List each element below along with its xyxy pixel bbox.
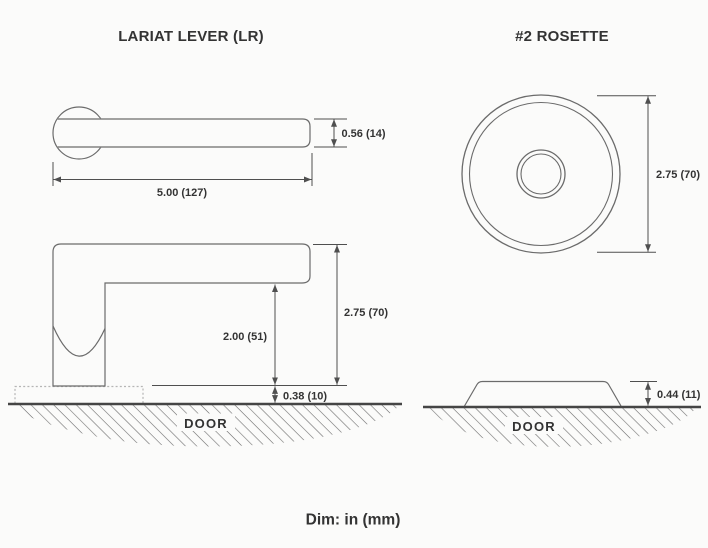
rosette-outer-circle [461,94,621,254]
door-label-backing-right [505,417,563,434]
door-surface-lines [8,402,701,409]
rose-base-hidden-outline [14,385,144,404]
dimension-lines [52,95,657,406]
dim-label-base-height: 0.38 (10) [283,391,327,403]
dim-label-profile-height: 0.44 (11) [657,389,701,401]
part-outlines [52,94,622,407]
rosette-hub-inner-circle [520,153,562,195]
rosette-title: #2 ROSETTE [515,28,609,45]
units-note: Dim: in (mm) [306,512,401,529]
dim-label-overall-height: 2.75 (70) [344,307,388,319]
rosette-inner-ring [468,101,614,247]
lever-side-view-outline [52,243,311,387]
lever-bar-top-view [57,118,311,148]
lever-bar-top-view-fill [57,118,310,148]
rosette-side-profile [463,380,622,407]
dim-label-bar-length: 5.00 (127) [157,187,207,199]
dim-label-bar-thickness: 0.56 (14) [342,128,386,140]
door-label-backing-left [177,413,235,431]
door-label-right: DOOR [512,419,556,434]
lever-title: LARIAT LEVER (LR) [118,28,264,45]
lever-neck-curve [52,325,106,357]
rosette-hub-outer-circle [516,149,566,199]
hidden-lines [14,385,144,404]
dim-label-rosette-diameter: 2.75 (70) [656,169,700,181]
dim-label-clearance-height: 2.00 (51) [223,331,267,343]
door-label-left: DOOR [184,416,228,431]
